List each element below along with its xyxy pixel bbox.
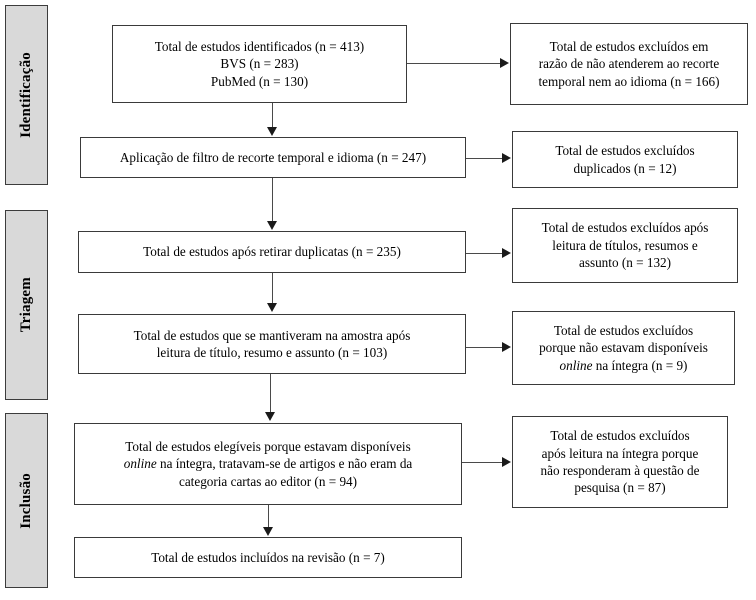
arrow-right-box4-excl4 <box>502 342 511 352</box>
box-excluidos-titulos-resumos-text: Total de estudos excluídos após leitura … <box>519 219 731 271</box>
connector-line-box4-box5 <box>270 374 272 414</box>
stage-label-inclusao-text: Inclusão <box>18 472 34 529</box>
box-excluidos-recorte-idioma: Total de estudos excluídos em razão de n… <box>510 23 748 105</box>
box-estudos-elegiveis-text: Total de estudos elegíveis porque estava… <box>81 438 455 490</box>
line-excl4-1: Total de estudos excluídos <box>553 322 694 338</box>
box-estudos-identificados-text: Total de estudos identificados (n = 413)… <box>119 38 400 90</box>
box-estudos-identificados: Total de estudos identificados (n = 413)… <box>112 25 407 103</box>
box-aplicacao-filtro: Aplicação de filtro de recorte temporal … <box>80 137 466 178</box>
line-excl2-1: Total de estudos excluídos <box>555 143 695 159</box>
stage-label-inclusao: Inclusão <box>5 413 48 588</box>
line-elegiveis-2: na íntegra, tratavam-se de artigos e não… <box>156 456 413 472</box>
line-elegiveis-3: categoria cartas ao editor (n = 94) <box>178 473 358 489</box>
line-excl5-3: não responderam à questão de <box>540 463 700 478</box>
line-elegiveis-1: Total de estudos elegíveis porque estava… <box>125 438 411 454</box>
box-excluidos-nao-responderam-questao-text: Total de estudos excluídos após leitura … <box>519 427 721 497</box>
line-excl5-4: pesquisa (n = 87) <box>574 480 666 496</box>
line-excl5-2: após leitura na íntegra porque <box>541 445 699 461</box>
line-elegiveis-online-italic: online <box>123 456 157 472</box>
line-identificados-bvs: BVS (n = 283) <box>220 56 299 72</box>
connector-line-box1-box2 <box>272 103 274 129</box>
box-apos-retirar-duplicatas-text: Total de estudos após retirar duplicatas… <box>143 244 401 260</box>
line-excl3-1: Total de estudos excluídos após <box>541 220 709 236</box>
connector-line-box3-box4 <box>272 273 274 305</box>
connector-line-box5-box6 <box>268 505 270 529</box>
line-excl4-2: porque não estavam disponíveis <box>539 340 708 356</box>
arrow-down-box3-box4 <box>267 303 277 312</box>
box-estudos-incluidos-revisao: Total de estudos incluídos na revisão (n… <box>74 537 462 578</box>
arrow-down-box1-box2 <box>267 127 277 136</box>
box-mantiveram-na-amostra-text: Total de estudos que se mantiveram na am… <box>85 327 459 362</box>
arrow-down-box4-box5 <box>265 412 275 421</box>
box-apos-retirar-duplicatas: Total de estudos após retirar duplicatas… <box>78 231 466 273</box>
box-excluidos-nao-disponiveis-online-text: Total de estudos excluídos porque não es… <box>519 322 728 374</box>
line-identificados-total: Total de estudos identificados (n = 413) <box>154 38 365 54</box>
box-excluidos-duplicados: Total de estudos excluídos duplicados (n… <box>512 131 738 188</box>
box-excluidos-recorte-idioma-text: Total de estudos excluídos em razão de n… <box>517 38 741 90</box>
arrow-down-box2-box3 <box>267 221 277 230</box>
line-excl1-3: temporal nem ao idioma (n = 166) <box>538 73 720 89</box>
arrow-right-box1-excl1 <box>500 58 509 68</box>
box-mantiveram-na-amostra: Total de estudos que se mantiveram na am… <box>78 314 466 374</box>
box-excluidos-titulos-resumos: Total de estudos excluídos após leitura … <box>512 208 738 283</box>
line-excl3-3: assunto (n = 132) <box>578 255 672 271</box>
line-excl4-online-italic: online <box>559 357 593 373</box>
arrow-right-box3-excl3 <box>502 248 511 258</box>
stage-label-identificacao: Identificação <box>5 5 48 185</box>
box-estudos-elegiveis: Total de estudos elegíveis porque estava… <box>74 423 462 505</box>
line-mantiveram-1: Total de estudos que se mantiveram na am… <box>133 327 411 343</box>
line-mantiveram-2: leitura de título, resumo e assunto (n =… <box>156 345 388 360</box>
line-excl1-2: razão de não atenderem ao recorte <box>538 56 720 72</box>
box-excluidos-duplicados-text: Total de estudos excluídos duplicados (n… <box>519 142 731 177</box>
connector-line-box5-excl5 <box>462 462 505 464</box>
line-excl2-2: duplicados (n = 12) <box>573 160 677 176</box>
line-identificados-pubmed: PubMed (n = 130) <box>210 73 309 89</box>
box-estudos-incluidos-revisao-text: Total de estudos incluídos na revisão (n… <box>151 549 385 565</box>
arrow-right-box2-excl2 <box>502 153 511 163</box>
line-excl3-2: leitura de títulos, resumos e <box>552 237 698 253</box>
stage-label-triagem-text: Triagem <box>18 277 34 333</box>
stage-label-identificacao-text: Identificação <box>18 52 34 138</box>
connector-line-box3-excl3 <box>466 253 505 255</box>
connector-line-box2-box3 <box>272 178 274 223</box>
line-excl4-3: na íntegra (n = 9) <box>592 357 688 373</box>
connector-line-box2-excl2 <box>466 158 505 160</box>
arrow-down-box5-box6 <box>263 527 273 536</box>
connector-line-box4-excl4 <box>466 347 505 349</box>
box-excluidos-nao-disponiveis-online: Total de estudos excluídos porque não es… <box>512 311 735 385</box>
line-excl5-1: Total de estudos excluídos <box>550 428 690 444</box>
connector-line-box1-excl1 <box>407 63 503 65</box>
arrow-right-box5-excl5 <box>502 457 511 467</box>
box-excluidos-nao-responderam-questao: Total de estudos excluídos após leitura … <box>512 416 728 508</box>
stage-label-triagem: Triagem <box>5 210 48 400</box>
box-aplicacao-filtro-text: Aplicação de filtro de recorte temporal … <box>119 149 427 165</box>
line-excl1-1: Total de estudos excluídos em <box>549 38 709 54</box>
